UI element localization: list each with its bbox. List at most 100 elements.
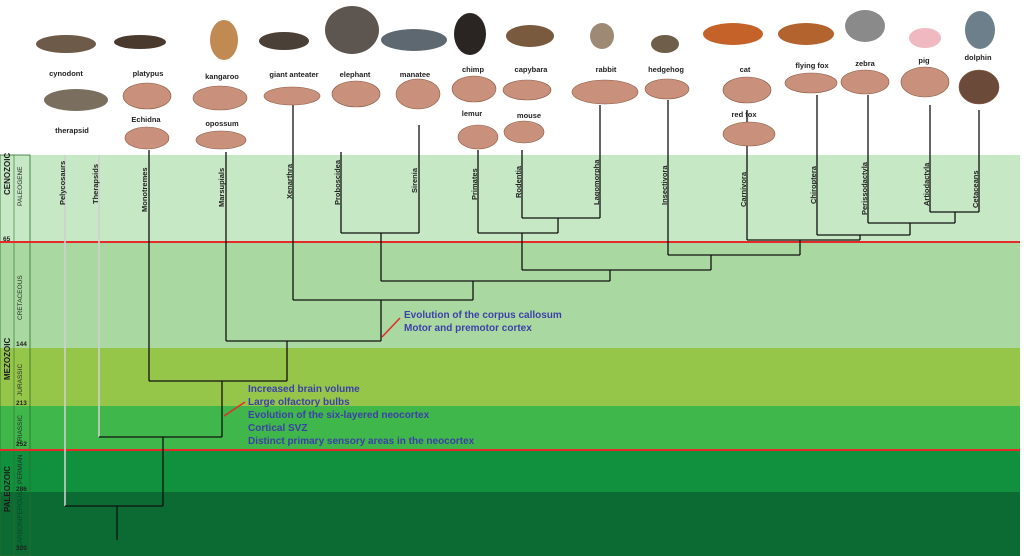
era-label: PALEOZOIC xyxy=(3,465,12,512)
platypus-figure xyxy=(114,35,166,49)
brain-illustrations xyxy=(122,66,1000,150)
rabbit-figure xyxy=(590,23,614,49)
species-label: opossum xyxy=(205,119,239,128)
era-label: CENOZOIC xyxy=(3,152,12,195)
species-label: dolphin xyxy=(964,53,992,62)
dolphin-figure xyxy=(965,11,995,49)
zebra-figure xyxy=(845,10,885,42)
species-label: flying fox xyxy=(795,61,829,70)
band-cenozoic xyxy=(0,155,1020,242)
period-label: PERMIAN xyxy=(17,454,24,484)
neocortex-note: Increased brain volume Large olfactory b… xyxy=(248,383,474,448)
kangaroo-brain xyxy=(192,85,248,111)
species-label: giant anteater xyxy=(269,70,319,79)
note-line: Motor and premotor cortex xyxy=(404,323,532,334)
time-tick: 252 xyxy=(16,441,27,448)
clade-label: Insectivora xyxy=(660,165,669,205)
time-tick: 213 xyxy=(16,400,27,407)
clade-label: Sirenia xyxy=(410,167,419,193)
clade-label: Cetaceans xyxy=(971,170,980,208)
zebra-brain xyxy=(840,69,890,95)
species-label: cat xyxy=(739,65,751,74)
anteater-figure xyxy=(259,32,309,50)
species-label: red fox xyxy=(731,110,757,119)
era-column xyxy=(0,154,31,556)
manatee-figure xyxy=(381,29,447,51)
species-label: Echidna xyxy=(131,115,161,124)
mouse-brain xyxy=(503,120,545,144)
chimp-brain xyxy=(451,75,497,103)
note-line: Cortical SVZ xyxy=(248,423,308,434)
band-cretaceous xyxy=(0,242,1020,348)
chimp-figure xyxy=(454,13,486,55)
elephant-figure xyxy=(325,6,379,54)
animal-illustrations xyxy=(36,6,995,111)
time-tick: 65 xyxy=(3,236,11,243)
platypus-brain xyxy=(122,82,172,110)
clade-label: Carnivora xyxy=(739,171,748,207)
corpus-pointer xyxy=(381,317,401,338)
species-label: mouse xyxy=(516,111,542,120)
clade-label: Xenarthra xyxy=(285,163,294,199)
species-label: lemur xyxy=(461,109,483,118)
species-label: elephant xyxy=(339,70,371,79)
lemur-brain xyxy=(457,124,499,150)
opossum-brain xyxy=(195,130,247,150)
pig-figure xyxy=(909,28,941,48)
species-label: capybara xyxy=(514,65,548,74)
clade-label: Pelycosaurs xyxy=(58,160,67,205)
species-label: platypus xyxy=(132,69,164,78)
clade-label: Perissodactyla xyxy=(860,162,869,215)
species-label: manatee xyxy=(399,70,431,79)
species-label: rabbit xyxy=(595,65,617,74)
clade-label: Marsupials xyxy=(217,167,226,207)
species-label: therapsid xyxy=(55,126,89,135)
period-label: JURASSIC xyxy=(17,363,24,396)
note-line: Increased brain volume xyxy=(248,384,360,395)
species-label: chimp xyxy=(461,65,485,74)
flyingfox-brain xyxy=(784,72,838,94)
species-label: zebra xyxy=(855,59,875,68)
hedgehog-figure xyxy=(651,35,679,53)
elephant-brain xyxy=(331,80,381,108)
clade-label: Lagomorpha xyxy=(592,159,601,205)
band-triassic xyxy=(0,406,1020,450)
band-carboniferous xyxy=(0,492,1020,556)
capybara-figure xyxy=(506,25,554,47)
species-label: cynodont xyxy=(49,69,83,78)
period-label: CARBONIFEROUS xyxy=(17,491,24,548)
species-label: hedgehog xyxy=(648,65,684,74)
time-tick: 320 xyxy=(16,545,27,552)
clade-label: Monotremes xyxy=(140,167,149,212)
note-line: Evolution of the six-layered neocortex xyxy=(248,410,430,421)
clade-label: Proboscidea xyxy=(333,159,342,205)
clade-label: Artiodactyla xyxy=(922,162,931,206)
note-line: Distinct primary sensory areas in the ne… xyxy=(248,436,475,447)
time-tick: 286 xyxy=(16,486,27,493)
manatee-brain xyxy=(395,78,441,110)
species-label: pig xyxy=(918,56,930,65)
band-permian xyxy=(0,450,1020,492)
pig-brain xyxy=(900,66,950,98)
fox-figure xyxy=(703,23,763,45)
clade-label: Chiroptera xyxy=(809,166,818,204)
redfox-brain xyxy=(722,121,776,147)
hedgehog-brain xyxy=(644,78,690,100)
rabbit-brain xyxy=(571,79,639,105)
neocortex-pointer xyxy=(223,401,246,417)
kangaroo-figure xyxy=(210,20,238,60)
bat-figure xyxy=(778,23,834,45)
dolphin-brain xyxy=(958,69,1000,105)
clade-label: Rodentia xyxy=(514,165,523,198)
band-jurassic xyxy=(0,348,1020,406)
period-label: PALEOGENE xyxy=(17,166,24,206)
time-tick: 144 xyxy=(16,341,27,348)
species-label: kangaroo xyxy=(205,72,239,81)
therapsid-figure xyxy=(44,89,108,111)
cynodont-figure xyxy=(36,35,96,53)
capybara-brain xyxy=(502,79,552,101)
anteater-brain xyxy=(263,86,321,106)
echidna-brain xyxy=(124,126,170,150)
era-label: MEZOZOIC xyxy=(3,337,12,380)
